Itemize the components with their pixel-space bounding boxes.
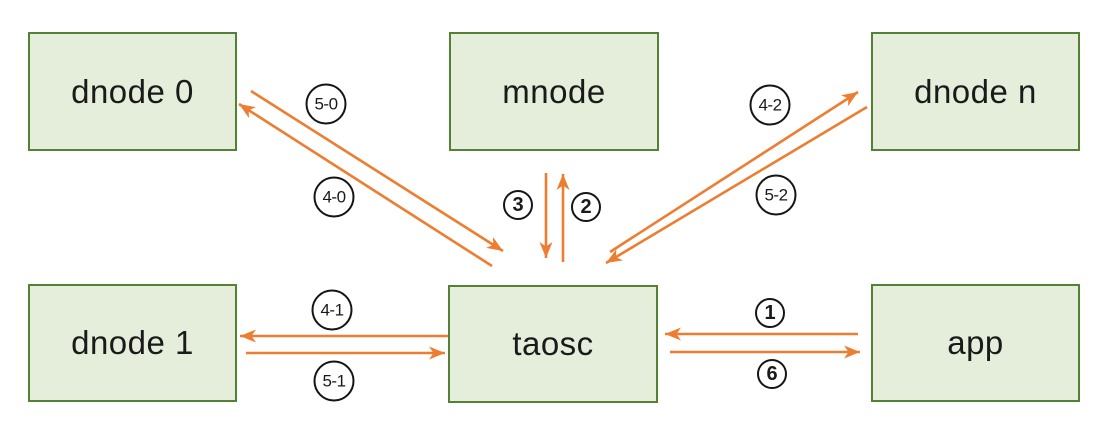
- arrow-dnode0-to-taosc: [250, 89, 504, 253]
- arrow-dnoden-to-taosc: [605, 105, 868, 265]
- edge-label-5-1: 5-1: [313, 360, 355, 402]
- edge-label-4-2: 4-2: [749, 84, 791, 126]
- node-mnode: mnode: [449, 32, 659, 151]
- node-dnode-1-label: dnode 1: [71, 324, 194, 361]
- node-dnode-1: dnode 1: [28, 284, 237, 402]
- edge-label-5-2: 5-2: [755, 174, 797, 216]
- edge-label-6: 6: [757, 359, 787, 389]
- node-dnode-0-label: dnode 0: [71, 72, 194, 110]
- edge-label-5-0: 5-0: [305, 83, 347, 125]
- node-dnode-0: dnode 0: [28, 32, 237, 151]
- edge-label-4-0: 4-0: [313, 176, 355, 218]
- node-dnode-n-label: dnode n: [914, 72, 1037, 110]
- node-taosc-label: taosc: [512, 325, 594, 362]
- node-app-label: app: [947, 324, 1004, 361]
- arrow-taosc-to-dnode0: [238, 102, 493, 268]
- edge-label-3: 3: [503, 190, 533, 220]
- node-mnode-label: mnode: [502, 72, 606, 110]
- node-taosc: taosc: [448, 285, 658, 403]
- edge-label-4-1: 4-1: [311, 289, 353, 331]
- arrow-taosc-to-dnoden: [609, 90, 859, 254]
- edge-label-2: 2: [571, 192, 601, 222]
- node-app: app: [871, 284, 1080, 402]
- edge-label-1: 1: [755, 298, 785, 328]
- node-dnode-n: dnode n: [871, 32, 1080, 151]
